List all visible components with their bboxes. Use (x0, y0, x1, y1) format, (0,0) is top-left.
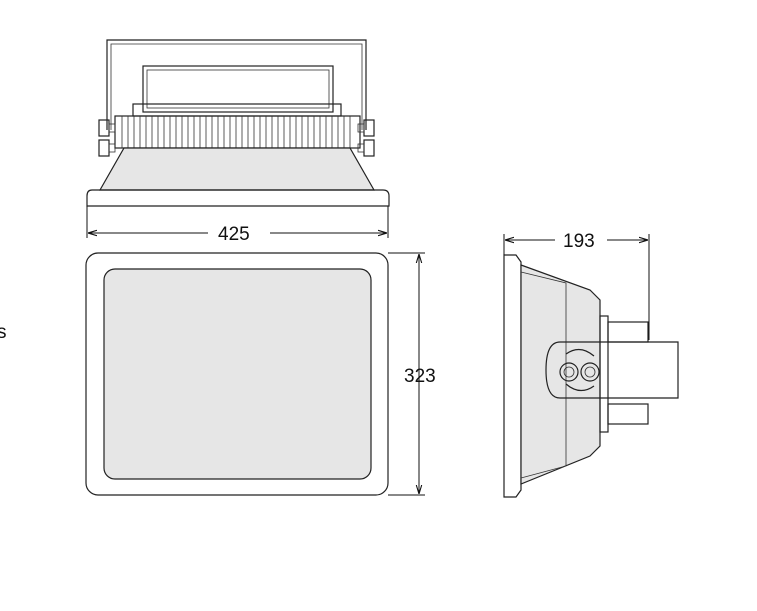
lens-panel (103, 268, 372, 480)
height-label: 323 (404, 366, 436, 387)
heat-sink-fins (121, 116, 351, 148)
depth-dimension: 193 (503, 231, 650, 340)
adjustment-slot (565, 348, 595, 357)
cropped-margin-text: s (0, 322, 7, 343)
knob-left (559, 362, 579, 382)
top-bracket (106, 39, 367, 130)
top-view (86, 39, 390, 207)
height-dimension: 323 (388, 252, 436, 496)
width-label: 425 (218, 224, 250, 245)
front-frame (85, 252, 389, 496)
width-dimension: 425 (86, 206, 389, 245)
side-view (503, 254, 679, 498)
driver-box (142, 65, 334, 113)
side-front-frame (503, 254, 522, 498)
side-mount-plate (599, 315, 609, 433)
top-front-frame (86, 189, 390, 207)
front-view (85, 252, 389, 496)
knob-right (580, 362, 600, 382)
side-bracket-arm (545, 341, 679, 399)
depth-label: 193 (563, 231, 595, 252)
top-housing (98, 147, 376, 191)
bracket-bolts (98, 119, 375, 157)
